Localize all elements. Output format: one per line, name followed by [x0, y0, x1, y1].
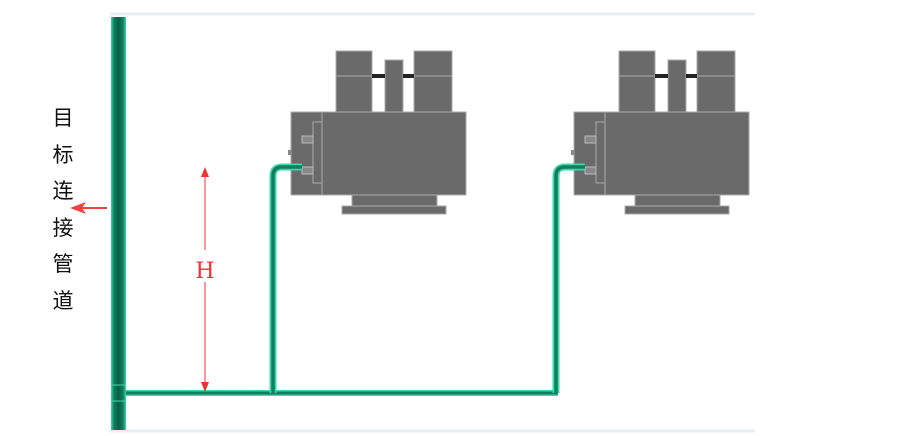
transformer-2 [570, 50, 750, 215]
dimension-label: H [195, 259, 214, 284]
label-char: 道 [52, 288, 74, 313]
label-char: 目 [52, 106, 74, 130]
label-char: 连 [52, 179, 74, 204]
label-char: 管 [52, 252, 74, 277]
pointer-arrow-icon [70, 202, 107, 214]
label-char: 接 [52, 215, 74, 240]
height-dimension: H [195, 167, 215, 392]
target-connection-pipe-label: 目 标 连 接 管 道 [50, 100, 76, 320]
branch-pipe-2 [552, 163, 585, 393]
target-connection-pipe [111, 17, 126, 430]
transformer-1 [287, 50, 467, 215]
label-char: 标 [52, 142, 74, 167]
branch-pipe-1 [269, 163, 302, 393]
